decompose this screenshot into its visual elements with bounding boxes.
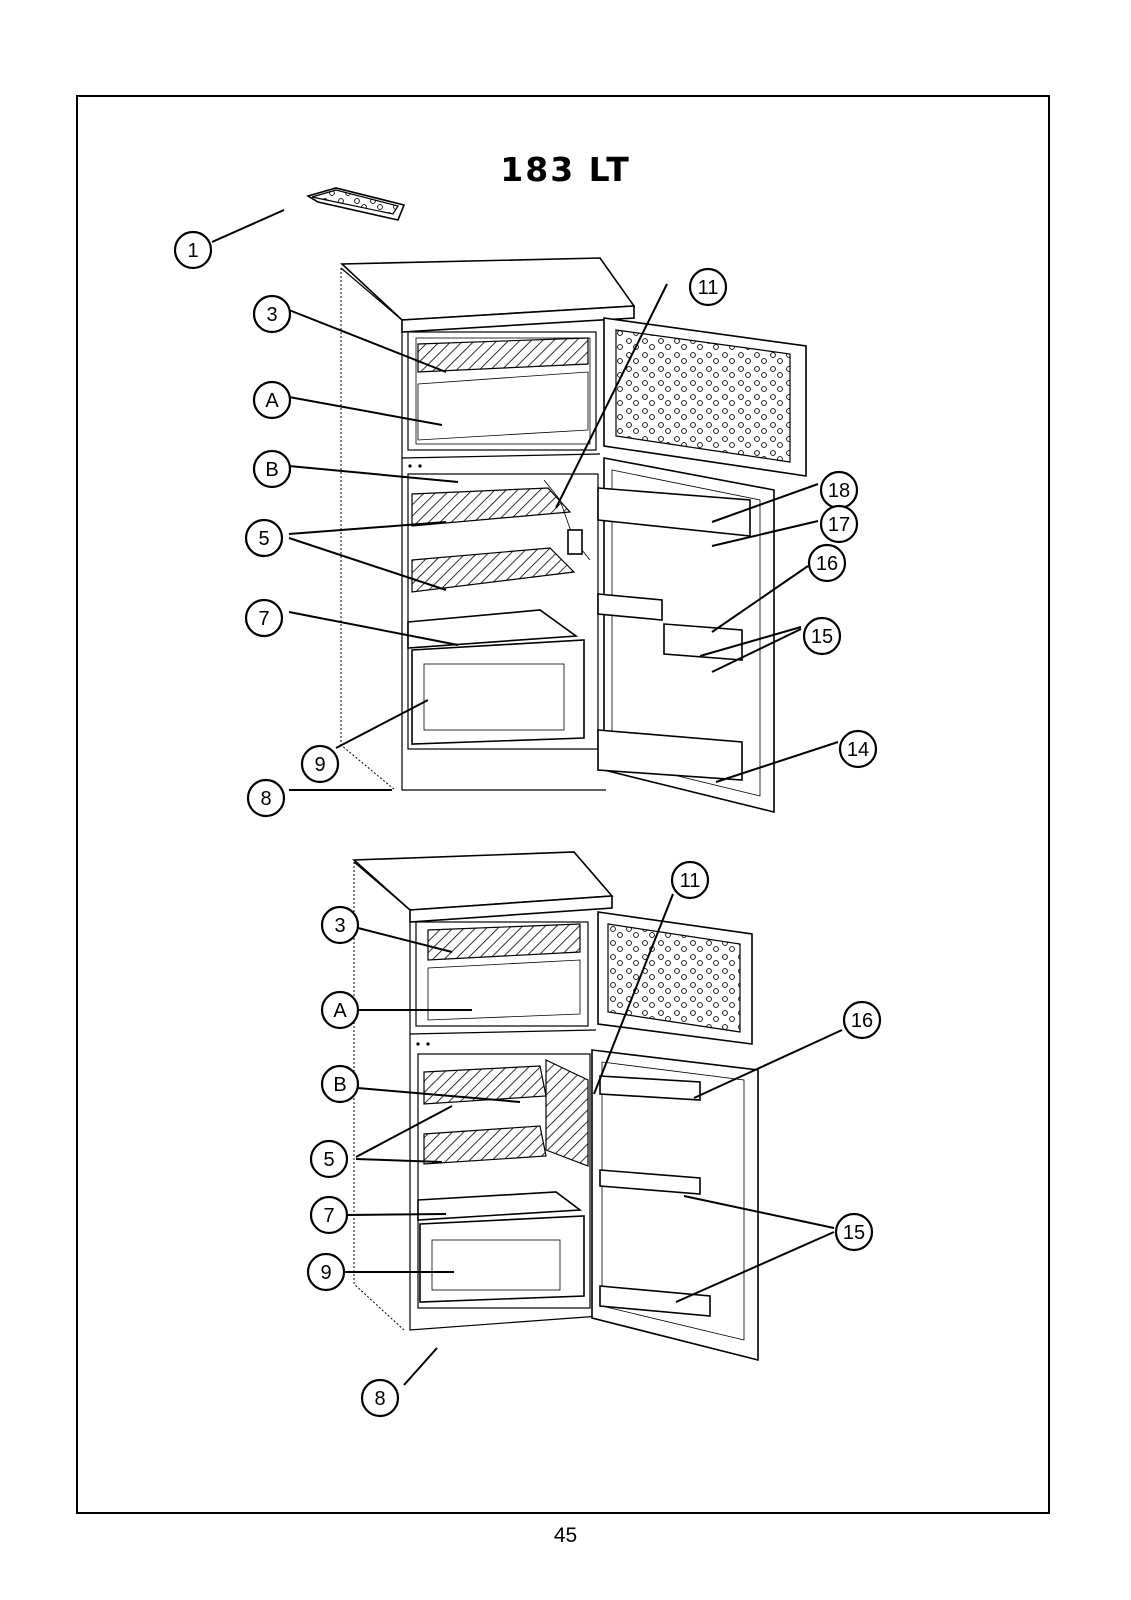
callout-A: A: [252, 380, 292, 420]
callout-B: B: [252, 449, 292, 489]
callout-11-lower: 11: [670, 860, 710, 900]
callout-label: 3: [266, 304, 277, 326]
callout-label: B: [265, 459, 278, 481]
callout-label: 11: [680, 870, 701, 892]
callout-label: 3: [334, 915, 345, 937]
callout-9-lower: 9: [306, 1252, 346, 1292]
callout-label: 1: [187, 240, 198, 262]
callout-16-lower: 16: [842, 1000, 882, 1040]
callout-18: 18: [819, 470, 859, 510]
callout-8: 8: [246, 778, 286, 818]
callout-label: 16: [851, 1010, 873, 1032]
top-leader-lines: [211, 209, 839, 791]
callout-label: 18: [828, 480, 850, 502]
callout-label: A: [265, 390, 279, 412]
callout-label: 8: [374, 1388, 385, 1410]
callout-3: 3: [252, 294, 292, 334]
callout-15-lower: 15: [834, 1212, 874, 1252]
callout-A-lower: A: [320, 990, 360, 1030]
bottom-refrigerator-drawing: [351, 851, 759, 1362]
callout-label: 9: [314, 754, 325, 776]
callout-label: A: [333, 1000, 347, 1022]
callout-label: 16: [816, 553, 838, 575]
callout-15: 15: [802, 616, 842, 656]
callout-7-lower: 7: [309, 1195, 349, 1235]
callout-label: 8: [260, 788, 271, 810]
callout-5: 5: [244, 518, 284, 558]
callout-label: 15: [843, 1222, 865, 1244]
page-title: 183 LT: [500, 150, 631, 189]
callout-3-lower: 3: [320, 905, 360, 945]
page-frame: [76, 95, 1050, 1514]
callout-label: 7: [258, 608, 269, 630]
bottom-leader-lines: [344, 893, 843, 1386]
callout-17: 17: [819, 504, 859, 544]
callout-label: 15: [811, 626, 833, 648]
callout-label: 14: [847, 739, 869, 761]
callout-label: 9: [320, 1262, 331, 1284]
ice-tray-drawing: [306, 187, 406, 221]
callout-label: 5: [258, 528, 269, 550]
callout-label: 11: [698, 277, 719, 299]
callout-7: 7: [244, 598, 284, 638]
callout-14: 14: [838, 729, 878, 769]
callout-B-lower: B: [320, 1064, 360, 1104]
top-refrigerator-drawing: [306, 187, 807, 814]
callout-9: 9: [300, 744, 340, 784]
callout-label: 17: [828, 514, 850, 536]
page-number: 45: [553, 1524, 578, 1547]
callout-16: 16: [807, 543, 847, 583]
callout-11: 11: [688, 267, 728, 307]
callout-label: 7: [323, 1205, 334, 1227]
callout-label: 5: [323, 1149, 334, 1171]
callout-label: B: [333, 1074, 346, 1096]
callout-5-lower: 5: [309, 1139, 349, 1179]
callout-1: 1: [173, 230, 213, 270]
callout-8-lower: 8: [360, 1378, 400, 1418]
